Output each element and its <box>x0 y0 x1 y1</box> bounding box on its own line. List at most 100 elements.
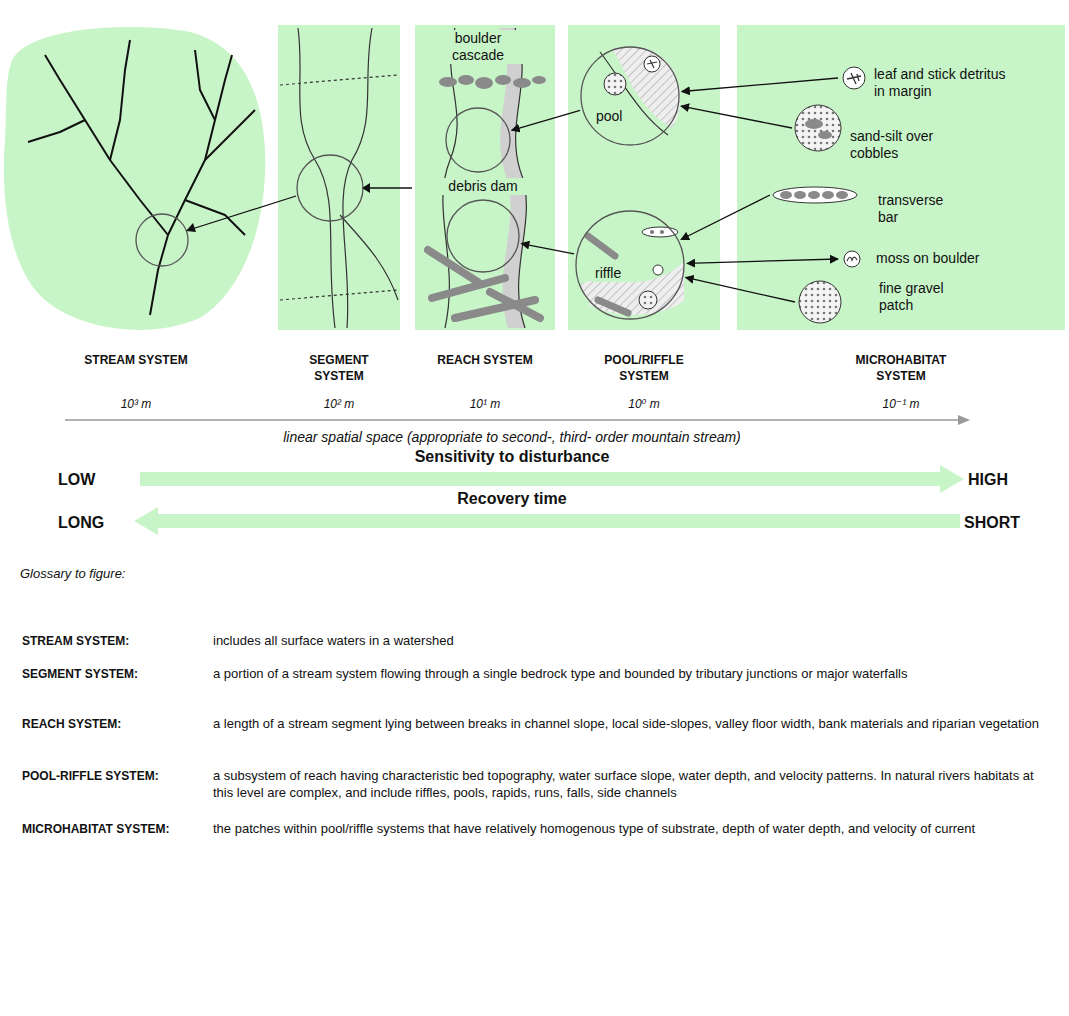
pool-riffle-detail <box>650 230 654 234</box>
microhabitat-label: transverse bar <box>878 192 958 226</box>
zoom-arrow <box>521 244 574 254</box>
microhabitat-label: sand-silt over cobbles <box>850 128 970 162</box>
microhabitat-icon <box>794 191 806 199</box>
stream-network <box>45 55 168 235</box>
microhabitat-icon <box>799 281 841 323</box>
segment-channel <box>297 155 363 221</box>
scale-value: 10⁻¹ m <box>882 396 919 412</box>
microhabitat-label: moss on boulder <box>876 250 1006 267</box>
scale-value: 10⁰ m <box>628 396 660 412</box>
pool-circle: pool <box>580 46 680 146</box>
stream-network <box>185 200 245 235</box>
zoom-circle <box>446 199 520 273</box>
reach-channel <box>428 28 546 328</box>
reach-circle: boulder cascade <box>445 107 511 173</box>
panel-ground <box>737 25 1065 330</box>
microhabitat-icon <box>844 251 860 267</box>
pool-riffle-detail <box>644 56 660 72</box>
reach-channel <box>532 76 546 84</box>
zoom-circle <box>447 200 519 272</box>
microhabitat-item: fine gravel patch <box>797 280 959 314</box>
panel-ground <box>4 25 1065 330</box>
zoom-arrow <box>512 110 580 130</box>
scale-axis <box>65 419 960 421</box>
microhabitat-icon <box>843 67 865 89</box>
reach-channel <box>439 75 546 89</box>
glossary-definition: the patches within pool/riffle systems t… <box>213 820 1053 837</box>
feature-label: pool <box>594 108 624 125</box>
reach-channel <box>439 77 457 87</box>
microhabitat-icon <box>840 66 874 116</box>
microhabitat-item: transverse bar <box>772 186 958 226</box>
segment-channel <box>340 215 398 300</box>
stream-network <box>150 55 232 315</box>
stream-network <box>28 120 85 142</box>
microhabitat-icon <box>818 131 832 139</box>
system-heading: SEGMENT SYSTEM <box>284 352 394 384</box>
scale-arrow <box>192 196 296 229</box>
glossary-definition: a subsystem of reach having characterist… <box>213 767 1053 801</box>
glossary-definition: a length of a stream segment lying betwe… <box>213 715 1053 732</box>
scale-value: 10² m <box>324 396 355 412</box>
segment-channel <box>280 75 398 85</box>
scale-arrow <box>362 183 370 193</box>
segment-channel <box>280 290 398 300</box>
zoom-circle <box>575 210 685 320</box>
panel-ground <box>4 27 265 330</box>
reach-channel <box>458 75 474 85</box>
microhabitat-icon <box>836 191 848 199</box>
scale-value: 10³ m <box>121 396 152 412</box>
riffle-circle: riffle <box>575 210 685 320</box>
reach-channel <box>428 250 540 318</box>
microhabitat-icon <box>822 191 834 199</box>
reach-channel <box>513 78 531 88</box>
zoom-arrow <box>681 106 792 128</box>
scale-arrow <box>186 183 412 232</box>
microhabitat-icon <box>799 281 841 323</box>
zoom-circle <box>446 108 510 172</box>
scale-arrow <box>370 187 412 188</box>
feature-label: riffle <box>593 265 623 282</box>
system-heading: REACH SYSTEM <box>430 352 540 368</box>
microhabitat-item: leaf and stick detritus in margin <box>840 66 1009 100</box>
microhabitat-label: leaf and stick detritus in margin <box>874 66 1009 100</box>
microhabitat-item: moss on boulder <box>840 250 1006 267</box>
segment-channel <box>280 28 398 328</box>
microhabitat-icon <box>780 191 792 199</box>
pool-riffle-detail <box>660 230 664 234</box>
microhabitat-icon <box>808 191 820 199</box>
microhabitat-label: fine gravel patch <box>879 280 959 314</box>
stream-network <box>195 50 215 120</box>
microhabitat-icon <box>843 67 865 89</box>
panel-ground <box>278 25 400 330</box>
microhabitat-panel: MICROHABITAT SYSTEMleaf and stick detrit… <box>737 25 1065 330</box>
microhabitat-icon <box>797 280 879 330</box>
microhabitat-icon <box>795 105 841 151</box>
gradient-end: HIGH <box>968 470 1008 490</box>
microhabitat-icon <box>840 250 876 300</box>
axis-caption: linear spatial space (appropriate to sec… <box>283 428 741 446</box>
pool-riffle-detail <box>604 73 626 95</box>
pool-riffle-detail <box>639 291 657 309</box>
scale-axis <box>958 415 970 425</box>
glossary-term: MICROHABITAT SYSTEM: <box>22 821 170 837</box>
microhabitat-icon <box>805 119 823 129</box>
system-heading: STREAM SYSTEM <box>81 352 191 368</box>
zoom-circle <box>445 107 511 173</box>
gradient-end: LOW <box>58 470 95 490</box>
microhabitat-icon <box>772 186 878 236</box>
segment-channel <box>343 28 372 328</box>
microhabitat-icon <box>794 104 850 154</box>
zoom-circle <box>580 46 680 146</box>
stream-panel: STREAM SYSTEM <box>5 25 267 330</box>
stream-network <box>205 110 255 160</box>
zoom-arrow <box>682 78 838 92</box>
microhabitat-icon <box>773 187 857 203</box>
pool-riffle-panel: POOL/RIFFLE SYSTEMpoolriffle <box>568 25 720 330</box>
pool-riffle-detail <box>588 236 615 256</box>
panel-ground <box>415 25 555 330</box>
microhabitat-item: sand-silt over cobbles <box>794 104 970 162</box>
gradient-title: Recovery time <box>457 489 566 509</box>
